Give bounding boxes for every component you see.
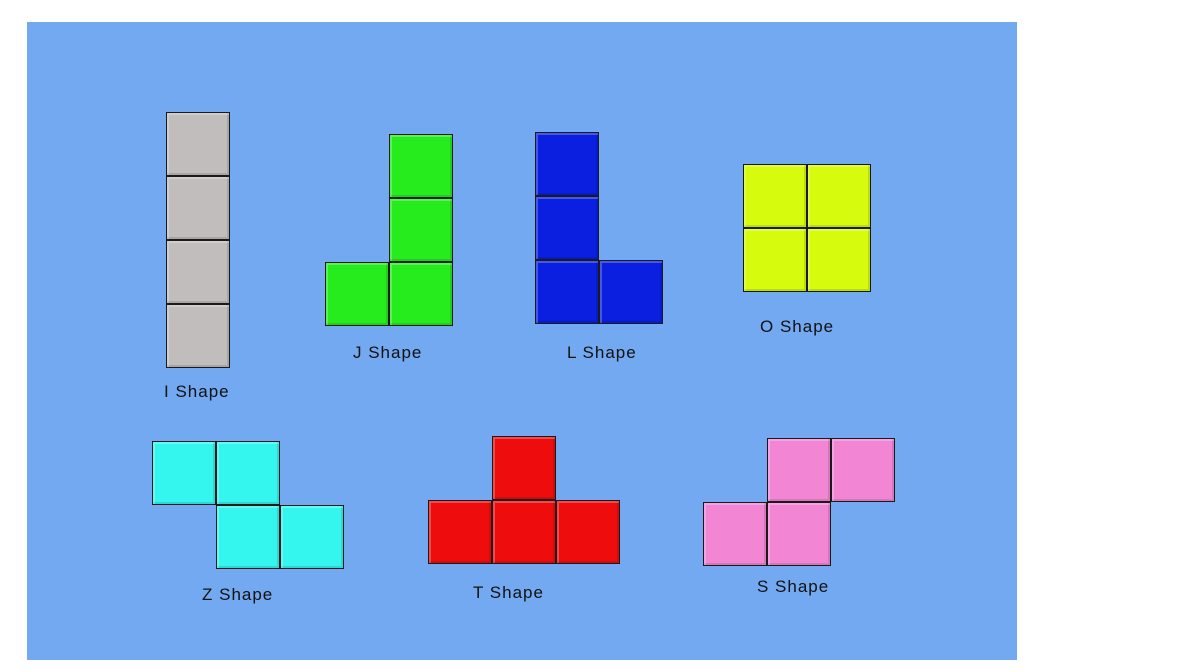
i-shape-block [166, 304, 230, 368]
l-shape-block [535, 132, 599, 196]
o-shape-block [743, 164, 807, 228]
z-shape-block [216, 441, 280, 505]
s-shape-block [703, 502, 767, 566]
i-shape-block [166, 240, 230, 304]
o-shape-block [807, 228, 871, 292]
t-shape-label: T Shape [473, 583, 544, 602]
j-shape-block [389, 134, 453, 198]
i-shape-block [166, 112, 230, 176]
s-shape-label: S Shape [757, 577, 830, 596]
j-shape-block [325, 262, 389, 326]
z-shape-block [280, 505, 344, 569]
s-shape-block [767, 438, 831, 502]
o-shape-block [743, 228, 807, 292]
o-shape-label: O Shape [760, 317, 835, 336]
z-shape-block [216, 505, 280, 569]
o-shape-block [807, 164, 871, 228]
s-shape-block [831, 438, 895, 502]
l-shape-block [535, 196, 599, 260]
z-shape-block [152, 441, 216, 505]
j-shape-label: J Shape [353, 343, 423, 362]
i-shape-label: I Shape [164, 382, 230, 401]
l-shape-block [599, 260, 663, 324]
l-shape-label: L Shape [567, 343, 637, 362]
t-shape-block [492, 500, 556, 564]
z-shape-label: Z Shape [202, 585, 274, 604]
t-shape-block [492, 436, 556, 500]
t-shape-block [428, 500, 492, 564]
j-shape-block [389, 262, 453, 326]
tetromino-board: I Shape J Shape L Shape O Shape Z Shape … [27, 22, 1017, 660]
i-shape-block [166, 176, 230, 240]
t-shape-block [556, 500, 620, 564]
s-shape-block [767, 502, 831, 566]
l-shape-block [535, 260, 599, 324]
j-shape-block [389, 198, 453, 262]
